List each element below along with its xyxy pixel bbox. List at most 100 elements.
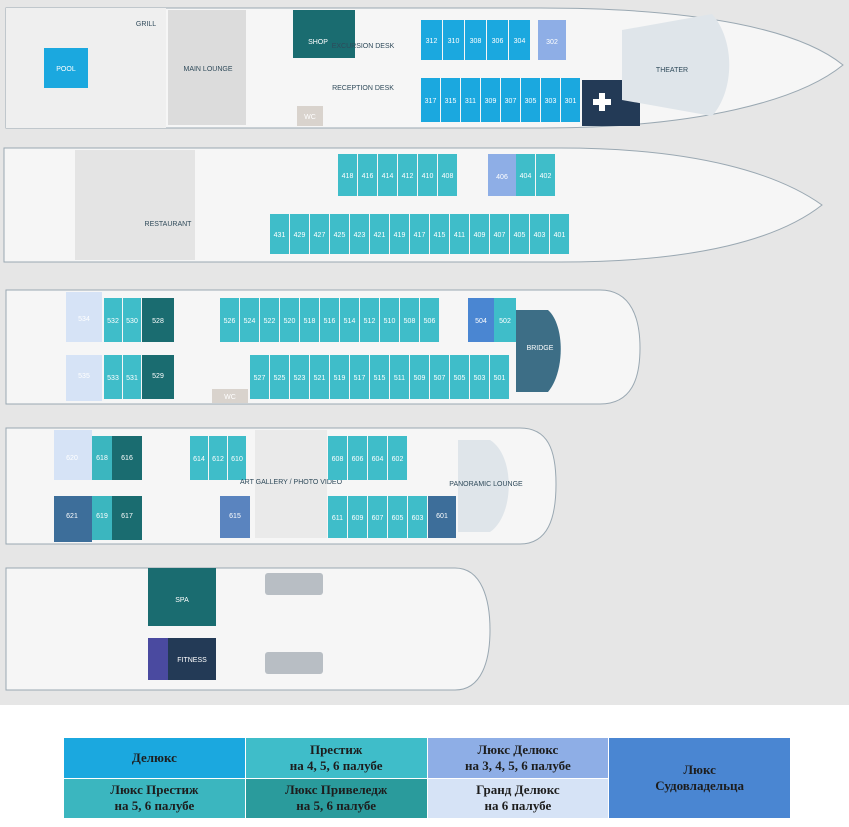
cabin-602[interactable]: [388, 436, 407, 480]
cabin-534[interactable]: [66, 292, 102, 342]
cabin-524[interactable]: [240, 298, 259, 342]
cabin-406[interactable]: [488, 154, 516, 196]
cabin-510[interactable]: [380, 298, 399, 342]
cabin-618[interactable]: [92, 436, 112, 480]
panoramic-lounge-area[interactable]: [458, 440, 509, 532]
cabin-403[interactable]: [530, 214, 549, 254]
wc-deck-3[interactable]: [297, 106, 323, 126]
cabin-407[interactable]: [490, 214, 509, 254]
cabin-310[interactable]: [443, 20, 464, 60]
cabin-304[interactable]: [509, 20, 530, 60]
cabin-423[interactable]: [350, 214, 369, 254]
bridge-area[interactable]: [516, 310, 561, 392]
cabin-614[interactable]: [190, 436, 208, 480]
cabin-519[interactable]: [330, 355, 349, 399]
cabin-605[interactable]: [388, 496, 407, 538]
cabin-604[interactable]: [368, 436, 387, 480]
cabin-525[interactable]: [270, 355, 289, 399]
cabin-501[interactable]: [490, 355, 509, 399]
cabin-408[interactable]: [438, 154, 457, 196]
cabin-431[interactable]: [270, 214, 289, 254]
theater-area[interactable]: [622, 14, 730, 116]
cabin-529[interactable]: [142, 355, 174, 399]
cabin-608[interactable]: [328, 436, 347, 480]
cabin-509[interactable]: [410, 355, 429, 399]
cabin-411[interactable]: [450, 214, 469, 254]
cabin-307[interactable]: [501, 78, 520, 122]
cabin-515[interactable]: [370, 355, 389, 399]
cabin-505[interactable]: [450, 355, 469, 399]
cabin-311[interactable]: [461, 78, 480, 122]
cabin-404[interactable]: [516, 154, 535, 196]
cabin-522[interactable]: [260, 298, 279, 342]
cabin-429[interactable]: [290, 214, 309, 254]
cabin-511[interactable]: [390, 355, 409, 399]
cabin-530[interactable]: [123, 298, 141, 342]
cabin-528[interactable]: [142, 298, 174, 342]
cabin-504[interactable]: [468, 298, 494, 342]
cabin-415[interactable]: [430, 214, 449, 254]
cabin-520[interactable]: [280, 298, 299, 342]
cabin-317[interactable]: [421, 78, 440, 122]
cabin-521[interactable]: [310, 355, 329, 399]
cabin-401[interactable]: [550, 214, 569, 254]
cabin-417[interactable]: [410, 214, 429, 254]
cabin-610[interactable]: [228, 436, 246, 480]
wc-deck-5[interactable]: [212, 389, 248, 403]
cabin-532[interactable]: [104, 298, 122, 342]
cabin-419[interactable]: [390, 214, 409, 254]
cabin-526[interactable]: [220, 298, 239, 342]
cabin-533[interactable]: [104, 355, 122, 399]
cabin-527[interactable]: [250, 355, 269, 399]
cabin-531[interactable]: [123, 355, 141, 399]
cabin-619[interactable]: [92, 496, 112, 540]
cabin-517[interactable]: [350, 355, 369, 399]
cabin-606[interactable]: [348, 436, 367, 480]
cabin-607[interactable]: [368, 496, 387, 538]
cabin-616[interactable]: [112, 436, 142, 480]
cabin-611[interactable]: [328, 496, 347, 538]
cabin-412[interactable]: [398, 154, 417, 196]
cabin-414[interactable]: [378, 154, 397, 196]
fitness-area[interactable]: [168, 638, 216, 680]
cabin-603[interactable]: [408, 496, 427, 538]
cabin-620[interactable]: [54, 430, 92, 480]
cabin-615[interactable]: [220, 496, 250, 538]
cabin-301[interactable]: [561, 78, 580, 122]
cabin-503[interactable]: [470, 355, 489, 399]
cabin-512[interactable]: [360, 298, 379, 342]
cabin-609[interactable]: [348, 496, 367, 538]
cabin-427[interactable]: [310, 214, 329, 254]
shop-area[interactable]: [293, 10, 355, 58]
cabin-523[interactable]: [290, 355, 309, 399]
cabin-621[interactable]: [54, 496, 92, 542]
cabin-516[interactable]: [320, 298, 339, 342]
spa-area[interactable]: [148, 568, 216, 626]
cabin-506[interactable]: [420, 298, 439, 342]
cabin-617[interactable]: [112, 496, 142, 540]
restaurant-area[interactable]: [75, 150, 195, 260]
cabin-305[interactable]: [521, 78, 540, 122]
cabin-410[interactable]: [418, 154, 437, 196]
cabin-514[interactable]: [340, 298, 359, 342]
cabin-315[interactable]: [441, 78, 460, 122]
cabin-425[interactable]: [330, 214, 349, 254]
cabin-518[interactable]: [300, 298, 319, 342]
cabin-416[interactable]: [358, 154, 377, 196]
main-lounge-area[interactable]: [168, 10, 246, 125]
cabin-421[interactable]: [370, 214, 389, 254]
art-gallery-area[interactable]: [255, 430, 327, 538]
cabin-502[interactable]: [494, 298, 516, 342]
cabin-405[interactable]: [510, 214, 529, 254]
cabin-303[interactable]: [541, 78, 560, 122]
cabin-418[interactable]: [338, 154, 357, 196]
cabin-535[interactable]: [66, 355, 102, 401]
cabin-308[interactable]: [465, 20, 486, 60]
cabin-309[interactable]: [481, 78, 500, 122]
pool-area[interactable]: [44, 48, 88, 88]
cabin-306[interactable]: [487, 20, 508, 60]
cabin-402[interactable]: [536, 154, 555, 196]
cabin-508[interactable]: [400, 298, 419, 342]
cabin-612[interactable]: [209, 436, 227, 480]
cabin-312[interactable]: [421, 20, 442, 60]
